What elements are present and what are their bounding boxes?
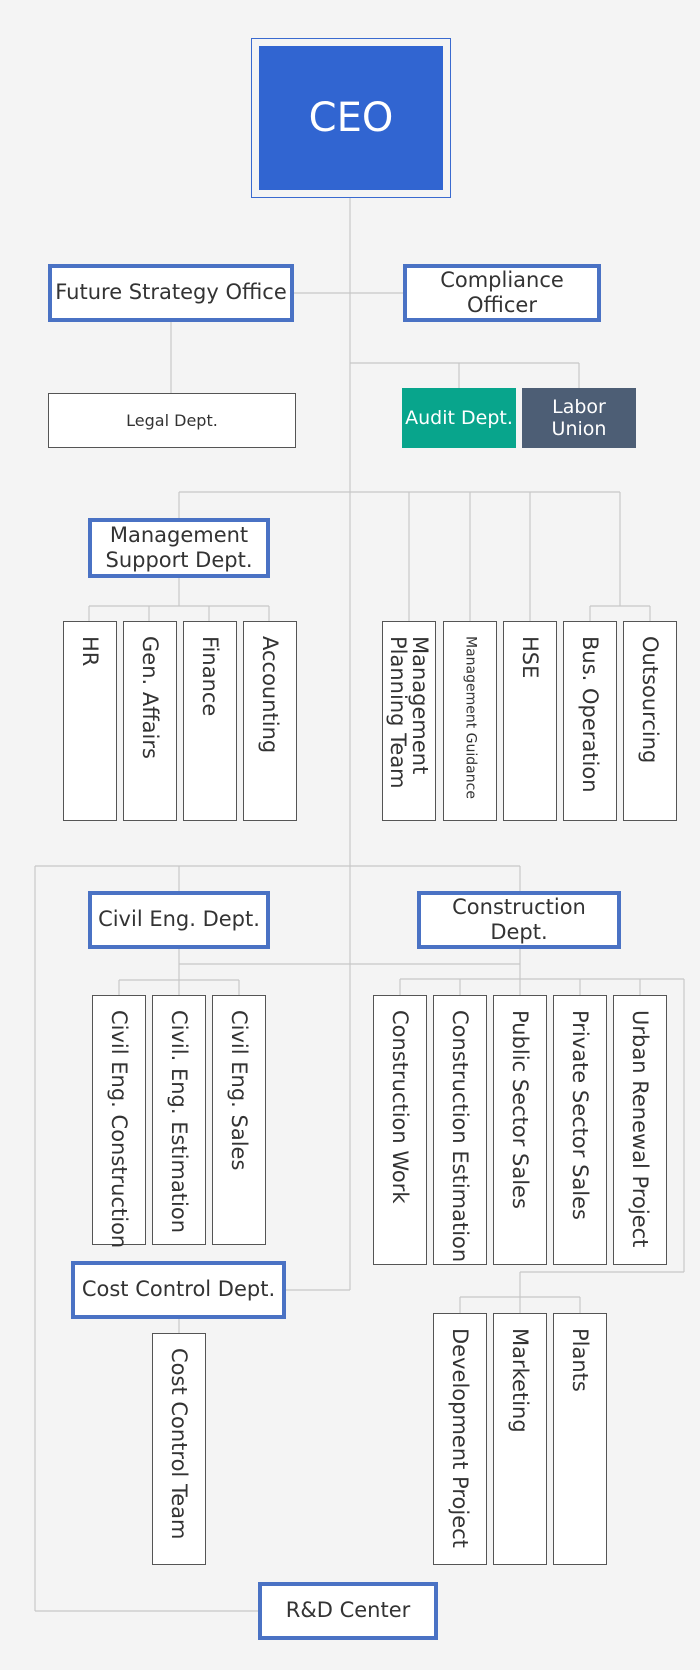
future-strategy-office: Future Strategy Office [48, 264, 294, 322]
team-hse: HSE [503, 621, 557, 821]
rd-center: R&D Center [258, 1582, 438, 1640]
team-construction-estimation-label: Construction Estimation [448, 1010, 473, 1263]
construction-dept: Construction Dept. [417, 891, 621, 949]
team-management-planning: Management Planning Team [382, 621, 436, 821]
team-hr: HR [63, 621, 117, 821]
team-civil-eng-estimation: Civil. Eng. Estimation [152, 995, 206, 1245]
team-civil-eng-sales: Civil Eng. Sales [212, 995, 266, 1245]
team-private-sector-sales: Private Sector Sales [553, 995, 607, 1265]
team-civil-eng-construction: Civil Eng. Construction [92, 995, 146, 1249]
team-outsourcing: Outsourcing [623, 621, 677, 821]
team-development-project: Development Project [433, 1313, 487, 1565]
team-cost-control: Cost Control Team [152, 1333, 206, 1565]
team-hr-label: HR [78, 636, 103, 667]
team-bus-operation-label: Bus. Operation [578, 636, 603, 793]
team-management-guidance: Management Guidance [443, 621, 497, 821]
team-urban-renewal-project: Urban Renewal Project [613, 995, 667, 1265]
cost-control-dept: Cost Control Dept. [71, 1261, 286, 1319]
team-hse-label: HSE [518, 636, 543, 679]
team-accounting: Accounting [243, 621, 297, 821]
compliance-officer: Compliance Officer [403, 264, 601, 322]
team-private-sector-sales-label: Private Sector Sales [568, 1010, 593, 1220]
team-urban-renewal-project-label: Urban Renewal Project [628, 1010, 653, 1248]
team-management-guidance-label: Management Guidance [462, 636, 479, 799]
team-public-sector-sales-label: Public Sector Sales [508, 1010, 533, 1209]
team-construction-work: Construction Work [373, 995, 427, 1265]
ceo-label: CEO [259, 46, 443, 190]
team-cost-control-label: Cost Control Team [167, 1348, 192, 1540]
team-gen-affairs-label: Gen. Affairs [138, 636, 163, 759]
team-gen-affairs: Gen. Affairs [123, 621, 177, 821]
audit-dept: Audit Dept. [402, 388, 516, 448]
team-finance-label: Finance [198, 636, 223, 717]
team-civil-eng-estimation-label: Civil. Eng. Estimation [167, 1010, 192, 1234]
team-outsourcing-label: Outsourcing [638, 636, 663, 764]
team-construction-work-label: Construction Work [388, 1010, 413, 1204]
team-accounting-label: Accounting [258, 636, 283, 754]
team-marketing-label: Marketing [508, 1328, 533, 1433]
team-management-planning-label: Management Planning Team [386, 636, 433, 789]
labor-union: Labor Union [522, 388, 636, 448]
ceo-box: CEO [251, 38, 451, 198]
team-civil-eng-construction-label: Civil Eng. Construction [107, 1010, 132, 1249]
civil-eng-dept: Civil Eng. Dept. [88, 891, 270, 949]
legal-dept: Legal Dept. [48, 393, 296, 448]
team-bus-operation: Bus. Operation [563, 621, 617, 821]
team-plants-label: Plants [568, 1328, 593, 1392]
team-civil-eng-sales-label: Civil Eng. Sales [227, 1010, 252, 1171]
team-plants: Plants [553, 1313, 607, 1565]
team-marketing: Marketing [493, 1313, 547, 1565]
team-construction-estimation: Construction Estimation [433, 995, 487, 1265]
team-development-project-label: Development Project [448, 1328, 473, 1548]
team-public-sector-sales: Public Sector Sales [493, 995, 547, 1265]
management-support-dept: Management Support Dept. [88, 518, 270, 578]
team-finance: Finance [183, 621, 237, 821]
